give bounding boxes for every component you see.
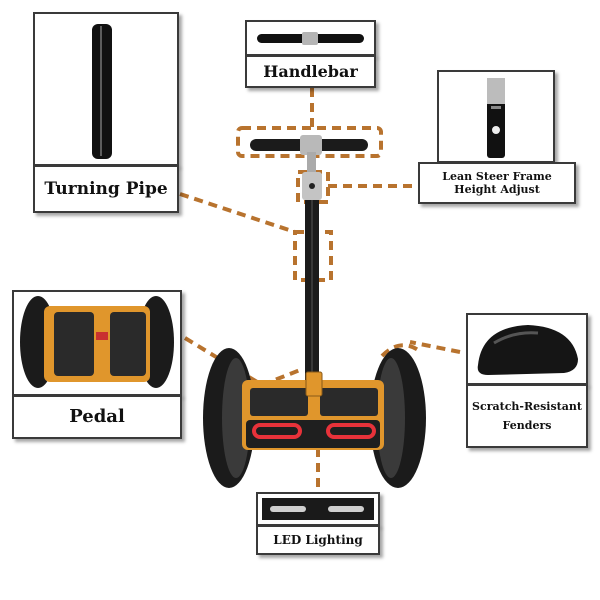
- turning-pipe-label: Turning Pipe: [33, 165, 179, 213]
- handlebar-thumbnail: [257, 32, 364, 45]
- lean-steer-label-line1: Lean Steer Frame: [442, 169, 552, 183]
- fenders-label: Scratch-Resistant Fenders: [466, 384, 588, 448]
- fenders-thumbnail: [477, 325, 578, 375]
- fenders-label-line1: Scratch-Resistant: [472, 399, 582, 413]
- connector-turning-pipe: [179, 192, 296, 234]
- turning-pipe-callout-image: [33, 12, 179, 166]
- lean-steer-thumbnail: [487, 78, 505, 158]
- fenders-label-line2: Fenders: [502, 419, 552, 432]
- lean-steer-callout-image: [437, 70, 555, 163]
- highlight-fender: [380, 343, 420, 358]
- led-callout-image: [256, 492, 380, 526]
- handlebar-label: Handlebar: [245, 55, 376, 88]
- connector-fenders: [409, 340, 461, 354]
- pedal-thumbnail: [20, 296, 174, 388]
- turning-pipe-thumbnail: [92, 24, 112, 159]
- scooter-illustration: [203, 135, 426, 488]
- fenders-callout-image: [466, 313, 588, 385]
- handlebar-callout-image: [245, 20, 376, 56]
- lean-steer-label: Lean Steer Frame Height Adjust: [418, 162, 576, 204]
- lean-steer-label-line2: Height Adjust: [454, 183, 540, 196]
- highlight-handlebar: [236, 126, 383, 158]
- led-thumbnail: [262, 498, 374, 520]
- pedal-callout-image: [12, 290, 182, 396]
- pedal-label: Pedal: [12, 395, 182, 439]
- led-label: LED Lighting: [256, 525, 380, 555]
